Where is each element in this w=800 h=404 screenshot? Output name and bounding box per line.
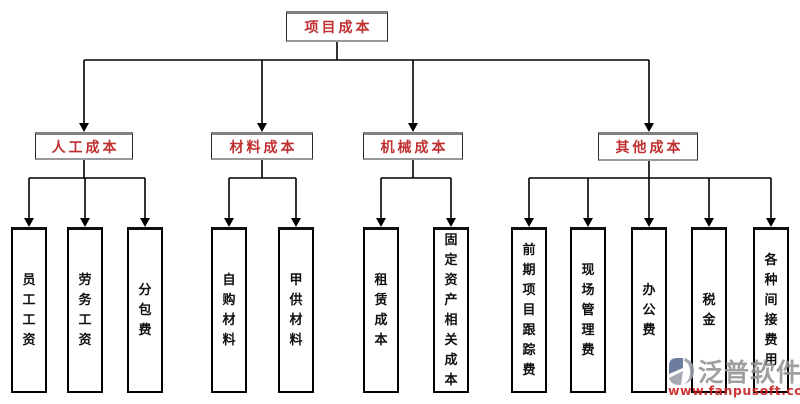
leaf-node-label: 租赁成本 (374, 272, 388, 348)
leaf-node-self-purchased-materials: 自购材料 (211, 227, 247, 393)
leaf-node-various-indirect-expenses: 各种间接费用 (753, 227, 789, 393)
leaf-node-label: 分包费 (138, 282, 152, 338)
leaf-node-label: 固定资产相关成本 (444, 232, 458, 388)
leaf-node-rental-cost: 租赁成本 (363, 227, 399, 393)
branch-node-label: 其他成本 (615, 140, 684, 156)
leaf-node-labor-service-wages: 劳务工资 (67, 227, 103, 393)
leaf-node-label: 税金 (702, 292, 716, 328)
branch-node-labor-cost: 人工成本 (35, 132, 133, 160)
leaf-node-label: 现场管理费 (581, 262, 595, 358)
branch-node-other-cost: 其他成本 (598, 132, 698, 161)
leaf-node-label: 自购材料 (222, 272, 236, 348)
root-node-label: 项目成本 (304, 20, 373, 36)
leaf-node-taxes: 税金 (691, 227, 727, 393)
leaf-node-label: 前期项目跟踪费 (522, 242, 536, 378)
branch-node-label: 机械成本 (380, 139, 449, 156)
leaf-node-label: 员工工资 (22, 272, 36, 348)
leaf-node-label: 各种间接费用 (764, 252, 778, 368)
leaf-node-subcontract-fee: 分包费 (127, 227, 163, 393)
leaf-node-label: 甲供材料 (289, 272, 303, 348)
branch-node-material-cost: 材料成本 (211, 132, 313, 160)
branch-node-label: 材料成本 (229, 139, 298, 156)
leaf-node-fixed-asset-related-cost: 固定资产相关成本 (433, 227, 469, 393)
leaf-node-label: 劳务工资 (78, 272, 92, 348)
leaf-node-office-fee: 办公费 (631, 227, 667, 393)
branch-node-label: 人工成本 (51, 139, 120, 156)
root-node-project-cost: 项目成本 (286, 11, 388, 42)
branch-node-machinery-cost: 机械成本 (363, 132, 463, 160)
leaf-node-employee-wages: 员工工资 (11, 227, 47, 393)
leaf-node-label: 办公费 (642, 282, 656, 338)
leaf-node-early-project-tracking-fee: 前期项目跟踪费 (511, 227, 547, 393)
leaf-node-owner-supplied-materials: 甲供材料 (278, 227, 314, 393)
arrowhead-icons (24, 123, 776, 227)
leaf-node-site-management-fee: 现场管理费 (570, 227, 606, 393)
